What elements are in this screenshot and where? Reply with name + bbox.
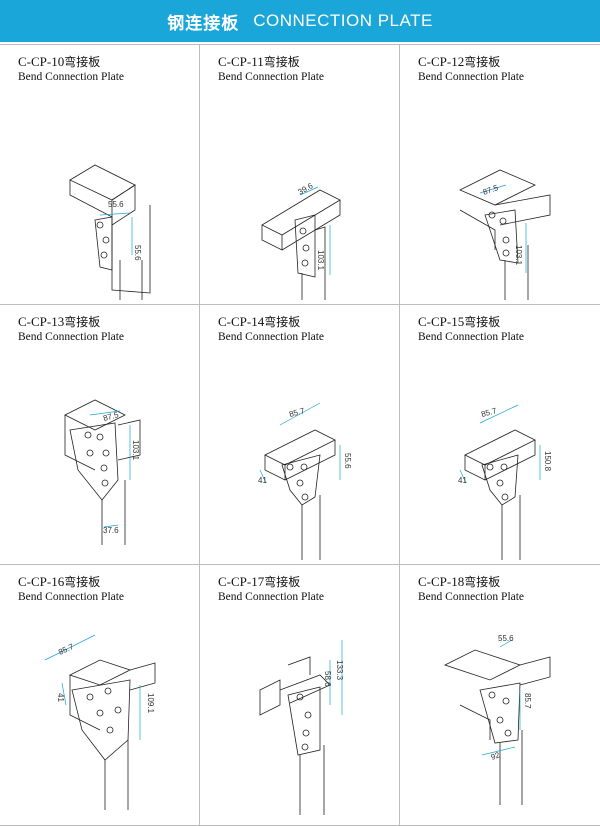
product-code-line: C-CP-16弯接板 [18,573,100,590]
product-code: C-CP-13 [18,314,65,329]
product-code-line: C-CP-14弯接板 [218,313,300,330]
dimension-label: 55.6 [498,634,514,643]
dimension-label: 55.6 [133,245,142,261]
product-name-en: Bend Connection Plate [418,331,525,343]
dimension-label: 103.1 [131,440,140,461]
dimension-label: 150.8 [543,451,552,472]
dimension-label: 109.1 [146,693,155,714]
product-name-en: Bend Connection Plate [218,331,325,343]
product-drawing: 85.7 55.6 41 [258,402,352,560]
product-code: C-CP-14 [218,314,265,329]
product-name-en: Bend Connection Plate [18,331,125,343]
product-card: C-CP-11弯接板 Bend Connection Plate 39.6 10… [200,45,400,305]
product-grid: C-CP-10弯接板 Bend Connection Plate 55.6 55… [0,44,600,826]
product-name-cn: 弯接板 [464,55,501,69]
product-name-en: Bend Connection Plate [418,591,525,603]
dimension-label: 58.6 [323,671,332,687]
page-header: 钢连接板 CONNECTION PLATE [0,0,600,42]
product-drawing: 87.5 103.1 37.6 [64,399,141,545]
product-name-cn: 弯接板 [464,315,501,329]
product-drawing: 85.7 150.8 41 [458,404,552,560]
product-code: C-CP-18 [418,574,465,589]
product-code: C-CP-16 [18,574,65,589]
product-code-line: C-CP-13弯接板 [18,313,100,330]
product-card: C-CP-13弯接板 Bend Connection Plate 87.5 10… [0,305,200,565]
dimension-label: 87.5 [482,183,500,197]
product-code-line: C-CP-18弯接板 [418,573,500,590]
header-title-en: CONNECTION PLATE [253,11,433,30]
dimension-label: 92 [490,750,502,762]
product-card: C-CP-18弯接板 Bend Connection Plate 55.6 85… [400,565,600,826]
product-name-cn: 弯接板 [264,575,301,589]
dimension-label: 103.1 [316,250,325,271]
product-code-line: C-CP-17弯接板 [218,573,300,590]
product-drawing: 55.6 85.7 92 [443,634,551,805]
product-code: C-CP-10 [18,54,65,69]
product-drawing: 39.6 103.1 [261,181,341,300]
dimension-label: 41 [258,476,267,485]
product-code: C-CP-11 [218,54,264,69]
dimension-label: 85.7 [288,406,306,419]
product-name-cn: 弯接板 [464,575,501,589]
product-name-en: Bend Connection Plate [218,591,325,603]
product-drawing: 87.5 103.1 [459,169,551,300]
dimension-label: 133.3 [335,660,344,681]
dimension-label: 85.7 [480,406,498,419]
product-code-line: C-CP-12弯接板 [418,53,500,70]
product-code-line: C-CP-15弯接板 [418,313,500,330]
product-name-en: Bend Connection Plate [218,71,325,83]
dimension-label: 41 [458,476,467,485]
product-drawing: 58.6 133.3 [259,640,344,815]
product-code: C-CP-12 [418,54,465,69]
product-card: C-CP-15弯接板 Bend Connection Plate 85.7 15… [400,305,600,565]
dimension-label: 85.7 [57,642,75,657]
product-name-en: Bend Connection Plate [18,71,125,83]
product-card: C-CP-16弯接板 Bend Connection Plate 85.7 10… [0,565,200,826]
product-name-en: Bend Connection Plate [418,71,525,83]
dimension-label: 37.6 [103,526,119,535]
product-code-line: C-CP-11弯接板 [218,53,300,70]
product-card: C-CP-12弯接板 Bend Connection Plate 87.5 10… [400,45,600,305]
product-code: C-CP-15 [418,314,465,329]
product-name-cn: 弯接板 [64,55,101,69]
header-title-cn: 钢连接板 [167,13,240,34]
product-name-cn: 弯接板 [64,575,101,589]
product-name-cn: 弯接板 [264,315,301,329]
dimension-label: 41 [56,693,65,702]
product-card: C-CP-17弯接板 Bend Connection Plate 58.6 13… [200,565,400,826]
dimension-label: 55.6 [108,200,124,209]
product-drawing: 85.7 109.1 41 [44,634,156,810]
product-card: C-CP-14弯接板 Bend Connection Plate 85.7 55… [200,305,400,565]
dimension-label: 87.5 [102,410,120,423]
product-name-cn: 弯接板 [64,315,101,329]
product-name-en: Bend Connection Plate [18,591,125,603]
dimension-label: 55.6 [343,453,352,469]
product-code-line: C-CP-10弯接板 [18,53,100,70]
dimension-label: 103.1 [514,245,523,266]
product-name-cn: 弯接板 [263,55,300,69]
product-drawing: 55.6 55.6 [69,164,151,300]
dimension-label: 85.7 [523,693,532,709]
product-code: C-CP-17 [218,574,265,589]
product-card: C-CP-10弯接板 Bend Connection Plate 55.6 55… [0,45,200,305]
